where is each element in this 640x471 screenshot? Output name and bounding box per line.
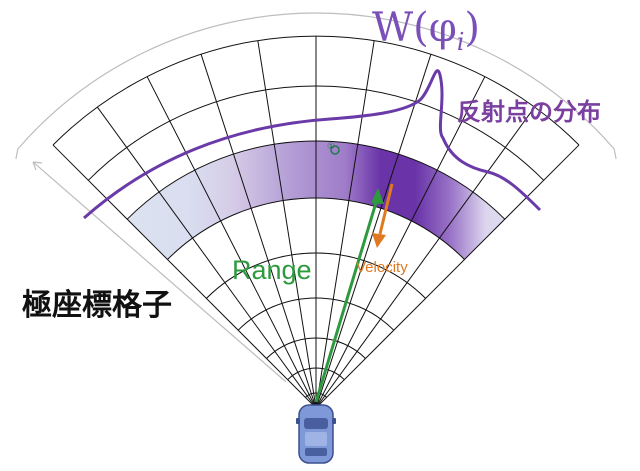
range-label: Range [232,255,312,285]
grid-ray-4 [200,54,317,409]
velocity-arrow-shaft [378,183,394,235]
range-arrow-head [371,188,384,204]
grid-ray-10 [315,106,536,409]
car-mirror-right [332,418,336,424]
grid-ray-3 [146,76,317,409]
distribution-label: 反射点の分布 [457,98,601,126]
outer-range-arc [15,12,617,159]
car-icon [296,404,336,464]
grid-ray-1 [52,144,317,409]
velocity-label: Velocity [356,259,408,276]
marker-circle [330,145,340,155]
range-arrow-shaft [314,195,380,403]
grid-ray-7 [315,40,375,409]
grid-ray-5 [257,40,317,409]
vector-arrows [314,145,394,403]
marker-label: ① [327,142,336,152]
polar-grid-lines [52,35,580,409]
polar-grid-label: 極座標格子 [22,288,172,323]
velocity-arrow-head [372,233,386,248]
grid-ray-9 [315,76,486,409]
car-rear-window [305,448,327,456]
car-mirror-left [296,418,300,424]
reflection-band [127,141,505,260]
left-edge-arrow [32,161,287,383]
grid-ray-8 [315,54,432,409]
weight-function-label: W(φi) [372,5,481,56]
grid-ray-2 [96,106,317,409]
car-windshield [304,418,328,429]
distribution-curve [83,69,542,220]
grid-ray-11 [315,144,580,409]
car-roof [305,432,327,446]
reflection-band-fill [127,141,505,260]
